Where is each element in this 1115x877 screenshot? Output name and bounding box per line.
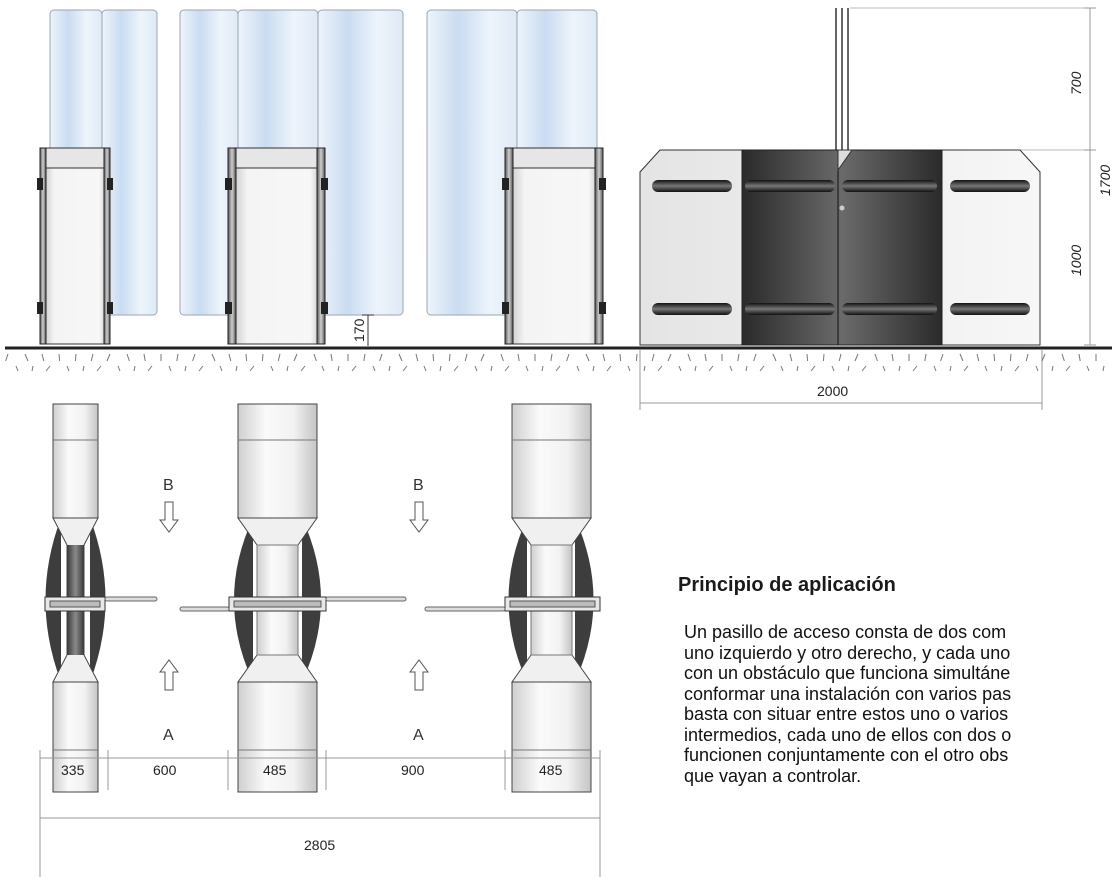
direction-label-b: B xyxy=(163,477,174,494)
paragraph-line: conformar una instalación con varios pas xyxy=(684,683,1012,704)
direction-label-b: B xyxy=(413,477,424,494)
width-label: 485 xyxy=(263,762,287,778)
direction-label-a: A xyxy=(163,727,174,744)
side-length-label: 2000 xyxy=(817,383,848,399)
total-height-label: 1700 xyxy=(1097,165,1113,196)
paragraph-line: uno izquierdo y otro derecho, y cada uno xyxy=(684,642,1011,663)
side-bars xyxy=(652,180,1030,315)
height-dimensions: 700 1700 1000 xyxy=(1068,7,1113,346)
width-label: 335 xyxy=(61,762,85,778)
section-heading: Principio de aplicación xyxy=(678,574,896,596)
paragraph-line: intermedios, cada uno de ellos con dos o xyxy=(684,724,1012,745)
front-cabinet xyxy=(502,147,606,345)
description-paragraph: Un pasillo de acceso consta de dos com u… xyxy=(684,622,1115,786)
plan-unit xyxy=(424,403,601,793)
front-cabinet xyxy=(37,147,113,345)
width-label: 600 xyxy=(153,762,177,778)
paragraph-line: basta con situar entre estos uno o vario… xyxy=(684,704,1009,724)
plan-view: B A B A 335 600 485 900 485 2805 xyxy=(39,403,601,877)
glass-panel xyxy=(426,9,518,316)
paragraph-line: que vayan a controlar. xyxy=(684,765,862,786)
direction-label-a: A xyxy=(413,727,424,744)
side-elevation: 700 1700 1000 2000 xyxy=(639,7,1113,410)
side-length-dimension: 2000 xyxy=(639,350,1043,410)
plan-unit xyxy=(179,403,407,793)
plan-dimensions: 335 600 485 900 485 2805 xyxy=(39,750,601,877)
top-height-label: 700 xyxy=(1068,71,1084,95)
total-width-label: 2805 xyxy=(304,837,335,853)
width-label: 485 xyxy=(539,762,563,778)
cabinet-height-label: 1000 xyxy=(1068,245,1084,276)
front-cabinet xyxy=(225,147,328,345)
front-elevation: 170 xyxy=(37,9,606,346)
glass-gap-label: 170 xyxy=(351,318,367,342)
glass-gap-dimension: 170 xyxy=(351,314,374,346)
width-label: 900 xyxy=(401,762,425,778)
glass-panel xyxy=(317,9,404,316)
plan-unit xyxy=(44,403,158,793)
ground-line xyxy=(5,346,1112,372)
paragraph-line: con un obstáculo que funciona simultáne xyxy=(684,663,1011,683)
paragraph-line: Un pasillo de acceso consta de dos com xyxy=(684,622,1007,642)
direction-arrows: B A B A xyxy=(159,477,429,744)
paragraph-line: funcionen conjuntamente con el otro obs xyxy=(684,745,1009,765)
